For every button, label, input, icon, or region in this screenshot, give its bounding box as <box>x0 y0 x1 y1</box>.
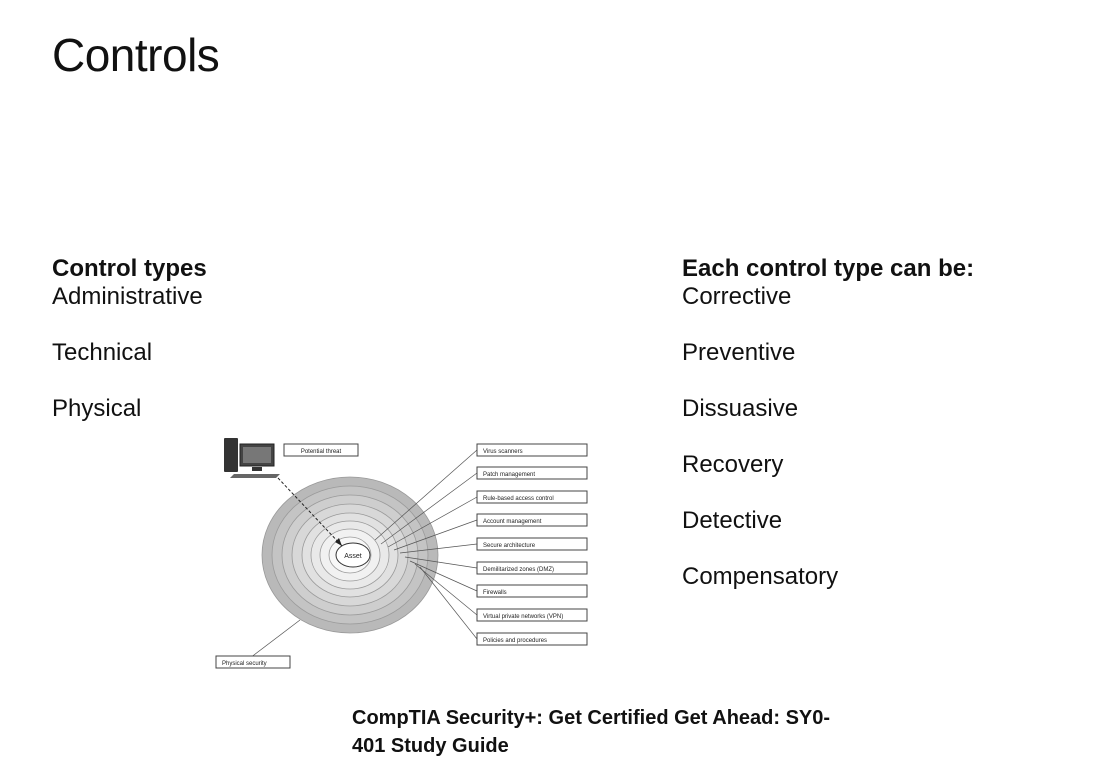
control-function-item: Compensatory <box>682 563 839 590</box>
attack-path <box>277 477 343 547</box>
arrow-icon <box>335 538 342 546</box>
control-function-item: Preventive <box>682 339 796 366</box>
control-types-heading: Control types <box>52 255 207 282</box>
control-types-list: Control types Administrative Technical P… <box>52 255 207 423</box>
citation-line: 401 Study Guide <box>352 735 509 757</box>
layer-label: Patch management <box>483 472 535 478</box>
layer-label-box: Policies and procedures <box>476 632 588 646</box>
layer-label: Demilitarized zones (DMZ) <box>483 567 554 573</box>
physical-label: Physical security <box>222 661 267 667</box>
layer-label: Virus scanners <box>483 449 523 455</box>
layer-label-box: Patch management <box>476 466 588 480</box>
threat-label: Potential threat <box>301 449 342 455</box>
control-type-item: Administrative <box>52 283 203 310</box>
control-functions-heading: Each control type can be: <box>682 255 975 282</box>
layer-labels: Virus scanners Patch management Rule-bas… <box>215 443 588 669</box>
layer-label: Secure architecture <box>483 543 536 549</box>
control-type-item: Technical <box>52 339 153 366</box>
layer-label: Account management <box>483 519 542 525</box>
leader-lines <box>249 449 478 659</box>
control-functions-list: Each control type can be: Corrective Pre… <box>682 255 974 591</box>
control-function-item: Corrective <box>682 283 792 310</box>
layer-label: Firewalls <box>483 590 507 596</box>
concentric-rings: Asset <box>261 476 439 634</box>
layer-label: Policies and procedures <box>483 638 547 644</box>
layer-label-box: Demilitarized zones (DMZ) <box>476 561 588 575</box>
layer-label: Rule-based access control <box>483 496 554 502</box>
layer-label-box: Virtual private networks (VPN) <box>476 608 588 622</box>
control-function-item: Dissuasive <box>682 395 799 422</box>
physical-label-box: Physical security <box>215 655 291 669</box>
layer-label-box: Firewalls <box>476 584 588 598</box>
computer-icon <box>224 438 280 478</box>
control-type-item: Physical <box>52 395 142 422</box>
layer-label-box: Rule-based access control <box>476 490 588 504</box>
control-function-item: Recovery <box>682 451 784 478</box>
slide-title: Controls <box>52 29 220 81</box>
asset-label: Asset <box>344 553 362 560</box>
layer-label-box: Account management <box>476 513 588 527</box>
layer-label-box: Secure architecture <box>476 537 588 551</box>
book-citation: CompTIA Security+: Get Certified Get Ahe… <box>352 704 952 760</box>
citation-line: CompTIA Security+: Get Certified Get Ahe… <box>352 707 831 729</box>
threat-label-box: Potential threat <box>283 443 359 457</box>
layer-label: Virtual private networks (VPN) <box>483 614 563 620</box>
control-function-item: Detective <box>682 507 783 534</box>
layer-label-box: Virus scanners <box>476 443 588 457</box>
defense-in-depth-diagram: Potential threat Asset Virus scanners <box>215 438 588 669</box>
